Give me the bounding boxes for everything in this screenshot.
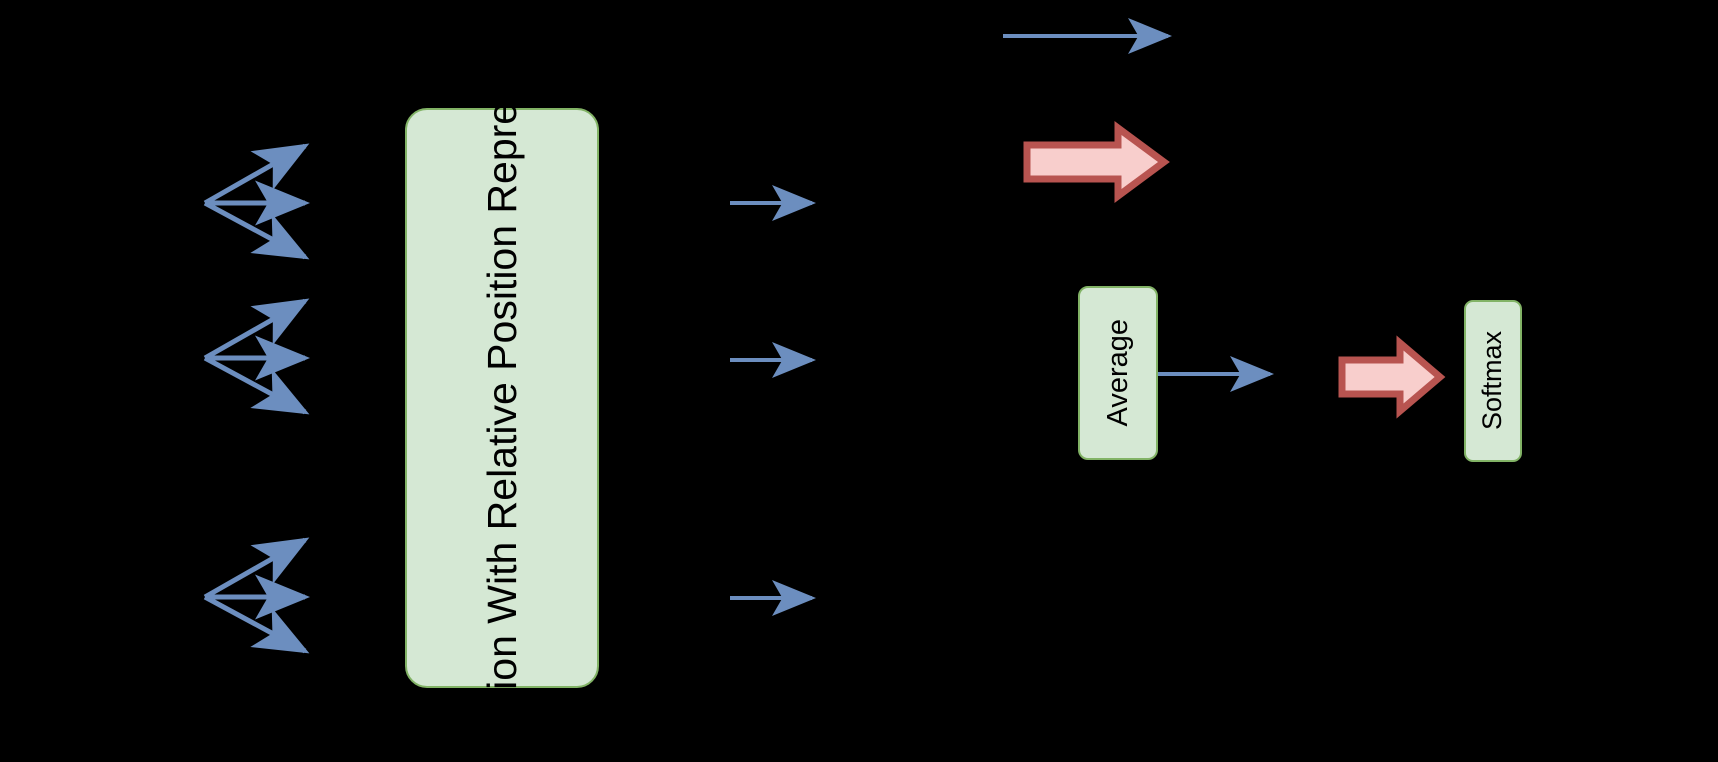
fan-arrow-middle-lower — [203, 355, 310, 415]
fan-group-top — [203, 143, 310, 260]
average-block[interactable]: Average — [1078, 286, 1158, 460]
fan-group-bottom — [203, 537, 310, 654]
fan-arrow-top-lower — [203, 200, 310, 260]
block-arrow-top — [1023, 121, 1170, 203]
fan-arrow-bottom-upper — [203, 537, 310, 600]
fan-group-middle — [203, 298, 310, 415]
block-arrow-softmax — [1338, 335, 1446, 419]
fan-arrow-middle-upper — [203, 298, 310, 361]
fan-arrow-bottom-lower — [203, 594, 310, 654]
softmax-block-label: Softmax — [1477, 331, 1508, 431]
softmax-block[interactable]: Softmax — [1464, 300, 1522, 462]
fan-arrow-top-upper — [203, 143, 310, 206]
self-attention-block[interactable]: Self-Attention With Relative Position Re… — [405, 0, 599, 762]
self-attention-block-label: Self-Attention With Relative Position Re… — [478, 0, 525, 762]
average-block-label: Average — [1101, 319, 1134, 427]
